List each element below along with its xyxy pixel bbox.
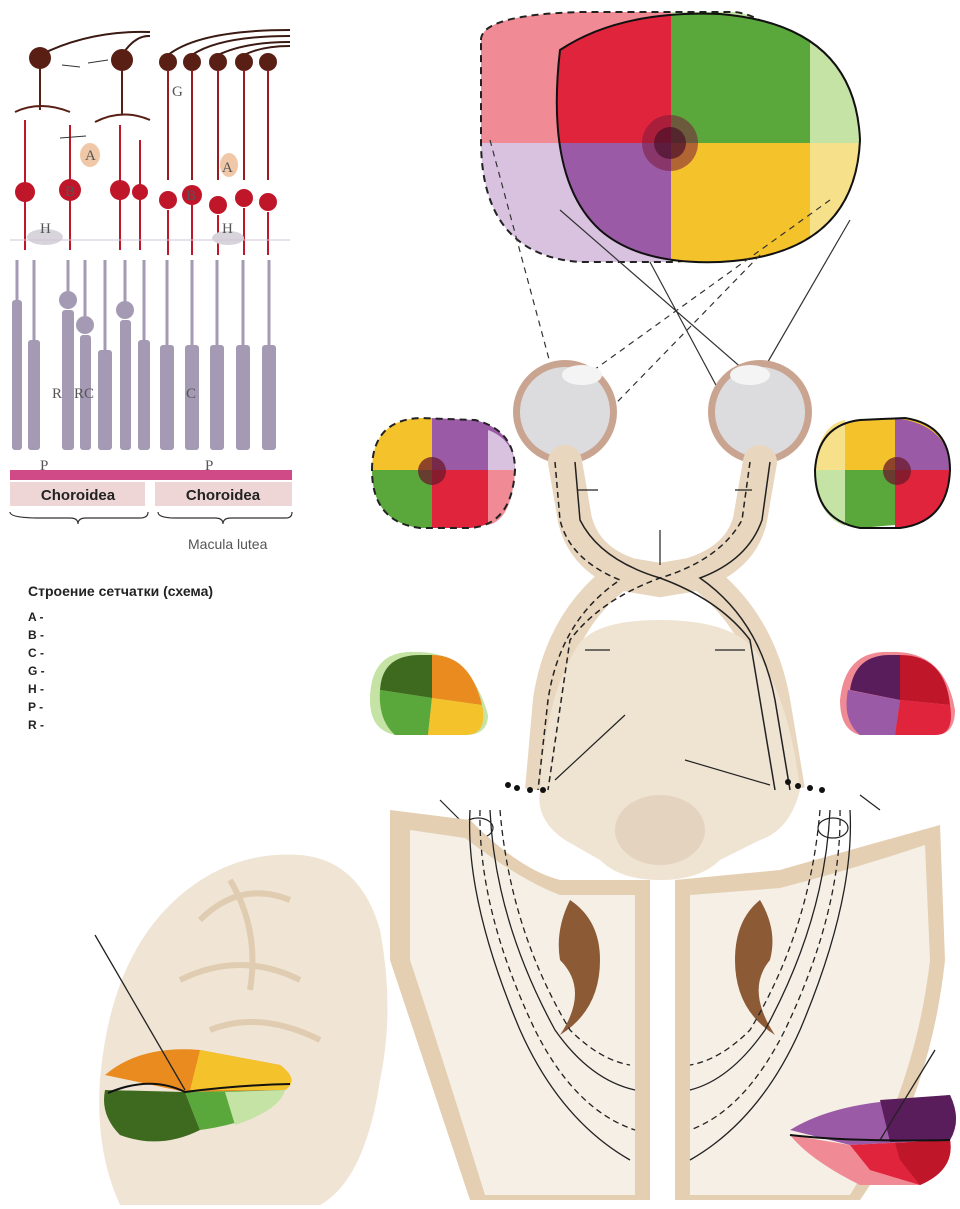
brace-left (10, 512, 148, 524)
ganglion-cells (29, 47, 277, 71)
pigment-epithelium (10, 470, 292, 480)
macula-caption: Macula lutea (188, 536, 267, 552)
label-a-1: A (85, 148, 96, 164)
label-r: R (52, 386, 62, 402)
brain-medial-view (95, 855, 388, 1205)
label-rc: RC (74, 386, 94, 402)
label-b-1: B (65, 184, 75, 200)
label-a-2: A (222, 160, 233, 176)
legend-item: H - (28, 680, 45, 698)
legend-item: A - (28, 608, 45, 626)
label-h-1: H (40, 221, 51, 237)
lgn-map-left (370, 652, 488, 735)
label-g: G (172, 84, 183, 100)
label-h-2: H (222, 221, 233, 237)
label-p-1: P (40, 458, 48, 474)
label-c: C (186, 386, 196, 402)
legend-item: P - (28, 698, 45, 716)
legend-item: C - (28, 644, 45, 662)
legend-list: A - B - C - G - H - P - R - (28, 608, 45, 734)
legend-title: Строение сетчатки (схема) (28, 583, 213, 599)
legend-item: B - (28, 626, 45, 644)
choroid-label-right: Choroidea (186, 487, 261, 504)
retina-projection-right (815, 418, 950, 528)
retina-projection-left (372, 418, 515, 528)
retina-schematic: Choroidea Choroidea A A B B G H H R RC C… (10, 30, 292, 524)
optic-pathway (440, 462, 880, 880)
label-b-2: B (186, 188, 196, 204)
brace-right (158, 512, 292, 524)
lgn-map-right (840, 652, 955, 735)
legend-item: G - (28, 662, 45, 680)
label-p-2: P (205, 458, 213, 474)
legend-item: R - (28, 716, 45, 734)
choroid-label-left: Choroidea (41, 487, 116, 504)
bipolar-cells (15, 179, 277, 214)
